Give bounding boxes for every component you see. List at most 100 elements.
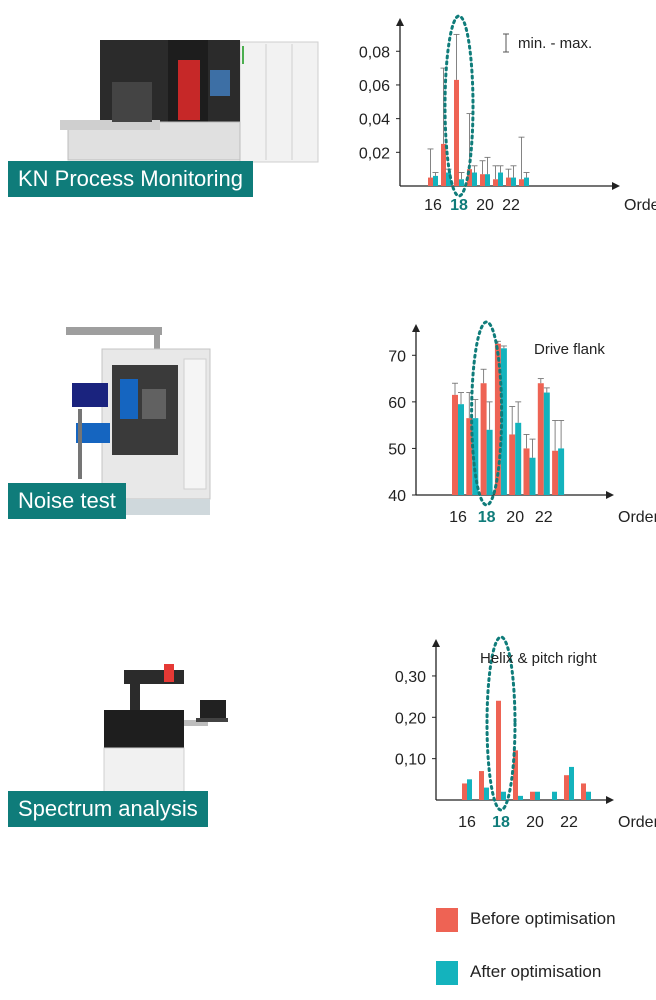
bar-before [509, 434, 516, 495]
bar-after [472, 172, 477, 186]
bar-before [441, 143, 446, 186]
x-tick-label: 16 [458, 814, 476, 831]
chart-annotation: Helix & pitch right [480, 650, 598, 667]
bar-after [586, 791, 591, 800]
x-axis-arrow [606, 796, 614, 804]
legend-after: After optimisation [436, 961, 636, 985]
legend-after-label: After optimisation [470, 962, 602, 981]
x-tick-label: 16 [424, 197, 442, 214]
bar-after [458, 404, 464, 495]
y-tick-label: 40 [388, 488, 406, 505]
x-axis-label: Order [624, 197, 656, 214]
x-tick-label: 16 [449, 509, 467, 526]
legend-before: Before optimisation [436, 908, 636, 932]
y-tick-label: 70 [388, 348, 406, 365]
y-tick-label: 0,06 [359, 78, 390, 95]
bar-before [523, 448, 530, 495]
process-monitoring-chart: 0,02 0,04 0,06 0,08 16 18 20 22 Order min. - max. [359, 14, 656, 214]
bar-after [535, 791, 540, 800]
highlight-ellipse [443, 14, 475, 198]
bar-before [519, 179, 524, 186]
x-tick-label: 20 [526, 814, 544, 831]
bar-before [530, 791, 535, 800]
bar-before [467, 169, 472, 186]
x-tick-label: 20 [476, 197, 494, 214]
x-axis-arrow [612, 182, 620, 190]
noise-test-chart: 40 50 60 70 16 18 20 22 Order Drive flank [388, 320, 656, 526]
bar-before [452, 394, 458, 495]
bar-before [552, 450, 559, 495]
bar-after [433, 175, 438, 186]
legend-before-swatch [436, 908, 458, 932]
x-tick-label: 22 [502, 197, 520, 214]
bar-before [496, 700, 501, 800]
x-axis-arrow [606, 491, 614, 499]
highlight-ellipse [470, 320, 504, 507]
bar-after [484, 787, 489, 800]
bar-after [511, 177, 516, 186]
y-axis-arrow [432, 639, 440, 647]
y-tick-label: 0,10 [395, 752, 426, 769]
bar-after [558, 448, 565, 495]
bar-before [480, 174, 485, 186]
gear-measuring-machine-icon [103, 664, 228, 799]
bar-before [493, 179, 498, 186]
x-tick-label: 22 [535, 509, 553, 526]
bar-after [552, 791, 557, 800]
bar-after [467, 779, 472, 800]
y-tick-label: 0,30 [395, 669, 426, 686]
bar-before [537, 383, 544, 495]
bar-after [515, 422, 522, 495]
spectrum-analysis-chart: 0,10 0,20 0,30 16 18 20 22 Order Helix & pitch r… [395, 635, 656, 831]
bar-before [466, 418, 473, 495]
x-axis-label: Order [618, 814, 656, 831]
bar-before [462, 783, 467, 800]
bar-after [472, 418, 479, 495]
x-tick-label: 20 [506, 509, 524, 526]
bar-after [518, 795, 523, 800]
x-tick-label: 22 [560, 814, 578, 831]
bar-after [459, 179, 464, 186]
bar-after [446, 172, 451, 186]
y-axis-arrow [412, 324, 420, 332]
x-tick-label: 18 [492, 814, 510, 831]
section-label-spectrum-analysis: Spectrum analysis [8, 791, 208, 827]
bar-after [498, 172, 503, 186]
y-tick-label: 0,08 [359, 44, 390, 61]
gear-grinding-machine-icon [60, 40, 319, 163]
bar-after [569, 766, 574, 800]
y-tick-label: 50 [388, 441, 406, 458]
section-label-process-monitoring: KN Process Monitoring [8, 161, 253, 197]
chart-annotation: Drive flank [534, 341, 605, 358]
bar-after [485, 174, 490, 186]
bar-after [501, 791, 506, 800]
y-tick-label: 0,02 [359, 145, 390, 162]
bar-after [524, 177, 529, 186]
bar-after [500, 348, 507, 495]
highlight-ellipse [485, 635, 517, 812]
bar-before [480, 383, 487, 495]
bar-after [486, 429, 493, 495]
legend-before-label: Before optimisation [470, 909, 616, 928]
bar-before [581, 783, 586, 800]
y-tick-label: 0,20 [395, 710, 426, 727]
y-tick-label: 0,04 [359, 112, 390, 129]
y-tick-label: 60 [388, 395, 406, 412]
x-axis-label: Order [618, 509, 656, 526]
x-tick-label: 18 [478, 509, 496, 526]
bar-before [513, 750, 518, 800]
noise-test-rig-icon [66, 327, 211, 515]
section-label-noise-test: Noise test [8, 483, 126, 519]
bar-before [494, 343, 501, 495]
bar-before [506, 177, 511, 186]
bar-after [529, 457, 536, 495]
bar-before [428, 177, 433, 186]
legend-after-swatch [436, 961, 458, 985]
bar-before [564, 775, 569, 800]
chart-annotation: min. - max. [518, 35, 592, 52]
bar-after [543, 392, 550, 495]
bar-before [454, 79, 459, 186]
y-axis-arrow [396, 18, 404, 26]
x-tick-label: 18 [450, 197, 468, 214]
bar-before [479, 771, 484, 800]
